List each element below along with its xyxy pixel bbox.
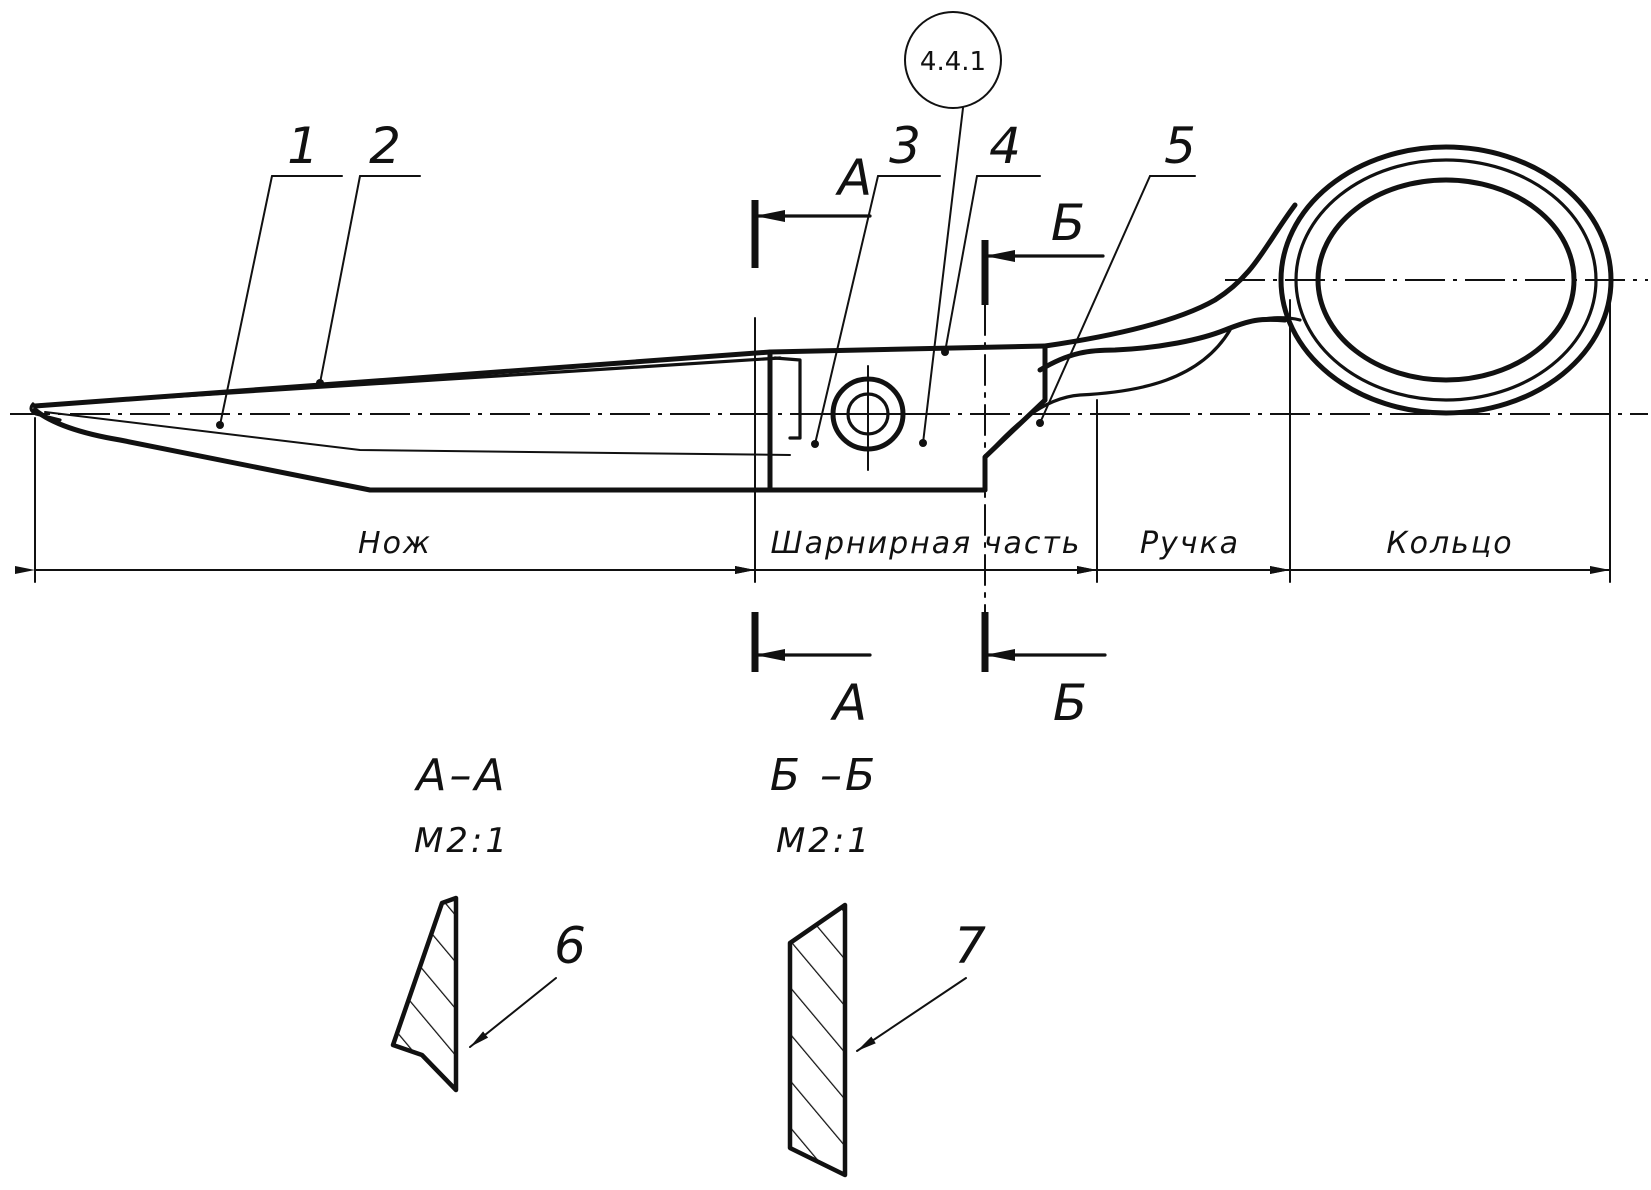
leader-line [219,175,273,426]
blade-tip [29,402,62,422]
scissors-outline [29,144,1614,493]
leader-line [1039,175,1151,424]
section-a-title: А–А [413,750,507,801]
part-number-6: 6 [554,917,586,975]
ring-mid [1294,158,1598,402]
section-b-shape [787,902,848,1178]
zone-label-blade: Нож [358,526,432,561]
reference-label: 4.4.1 [920,47,986,77]
leader-dot [216,421,224,429]
part-number-3: 3 [889,117,921,175]
section-b-title: Б –Б [770,750,878,801]
part-number-7: 7 [954,917,986,975]
reference-dot [919,439,927,447]
zone-dimensions: Нож Шарнирная часть Ручка Кольцо [15,299,1611,583]
section-a-scale: М2:1 [414,821,510,861]
cut-letter-a-top: А [835,149,872,207]
zone-label-handle: Ручка [1140,526,1240,561]
cut-letter-a-bottom: А [830,674,867,732]
leader-dot [941,348,949,356]
section-a-shape [390,895,459,1093]
leader-line [319,175,361,384]
leader-dot [811,440,819,448]
reference-circle [904,11,1002,109]
handle-detail [1024,399,1046,421]
blade-inner-line [38,356,782,407]
cut-letter-b-bottom: Б [1053,674,1087,732]
section-a-view: А–А М2:1 6 [390,750,586,1093]
blade-lower-inner [44,411,791,456]
leader-line [814,175,879,445]
section-cuts: А А Б Б [751,149,1107,732]
part-number-5: 5 [1164,117,1196,175]
leader-line [944,175,978,353]
part-number-2: 2 [369,117,401,175]
part-leaders: 1 2 3 4 5 4.4.1 [216,11,1196,448]
section-b-view: Б –Б М2:1 7 [770,750,986,1178]
ring-outer [1278,144,1614,416]
hinge-wedge [773,356,802,440]
handle-upper [1042,202,1298,349]
ring-inner [1315,177,1577,383]
zone-label-hinge: Шарнирная часть [770,526,1081,561]
cut-letter-b-top: Б [1051,194,1085,252]
leader-dot [316,379,324,387]
blade-bottom-edge [32,407,988,493]
ring-joint [1253,316,1302,322]
part-number-4: 4 [989,117,1021,175]
section-b-scale: М2:1 [776,821,872,861]
handle-under [983,328,1232,459]
leader-line [856,977,967,1052]
leader-dot [1036,419,1044,427]
part-number-1: 1 [287,117,319,175]
handle-lower [1037,316,1288,373]
zone-label-ring: Кольцо [1386,526,1513,561]
reference-leader [922,107,964,444]
leader-line [469,977,557,1048]
